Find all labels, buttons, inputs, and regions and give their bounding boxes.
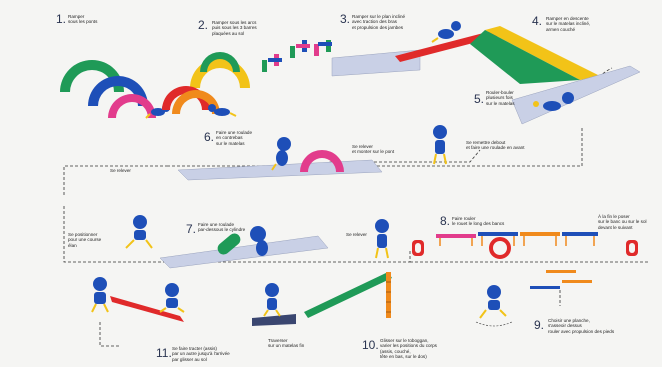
mat-7 (159, 235, 329, 269)
figure-pulling-11 (91, 277, 109, 313)
figure-crawling-2 (208, 104, 237, 117)
step-8-number: 8. (440, 214, 451, 228)
bench-row (436, 232, 598, 246)
cylinder-green (217, 233, 241, 255)
figure-rolling-6 (271, 137, 291, 171)
step-4-text: Ramper en descente sur le matelas inclin… (546, 16, 591, 32)
figure-running-7 (125, 215, 153, 249)
step-9-number: 9. (534, 318, 545, 332)
step-3-text: Ramper sur le plan incliné avec traction… (352, 14, 406, 30)
step-3-number: 3. (340, 12, 351, 26)
figure-sitting-10 (263, 283, 281, 317)
caption-a-la-fin: À la fin le poser sur le banc ou sur le … (598, 214, 647, 230)
step-8-text: Faire rouler le rouet le long des bancs (452, 216, 505, 227)
step-5-text: Rouler-bouler plusieurs fois sur le mate… (486, 90, 515, 106)
step-1-text: Ramper sous les ponts (68, 14, 98, 25)
incline-mat (470, 26, 600, 84)
arch-yellow (190, 58, 250, 88)
step-7-text: Faire une roulade par-dessous le cylindr… (198, 222, 246, 233)
step-9-text: Choisir une planche, s'asseoir dessus ro… (548, 318, 615, 334)
figure-rolling-7 (250, 226, 268, 256)
step-6-text: Faire une roulade en contrebas sur le ma… (216, 130, 253, 146)
rolling-boards (530, 270, 592, 289)
caption-traverser: Traverser sur un matelas fin (268, 338, 305, 349)
figure-board-9 (475, 285, 513, 327)
caption-se-remettre-debout: Se remettre debout et faire une roulade … (466, 140, 525, 151)
arch-green-large (60, 60, 124, 92)
arch-green-small (200, 52, 240, 72)
caption-se-relever-mid: Se relever (346, 232, 367, 237)
step-10-number: 10. (362, 338, 379, 352)
step-10-text: Glisser sur le toboggan, varier les posi… (380, 338, 437, 359)
incline-plank (395, 30, 500, 62)
wheel-end (626, 240, 638, 256)
wheel-red (489, 237, 511, 259)
rolling-mat (511, 65, 641, 125)
barrier-blocks (262, 40, 332, 72)
wheel-resting (412, 240, 424, 256)
step-11-number: 11. (156, 346, 172, 360)
arch-orange (172, 90, 220, 114)
caption-se-positionner: Se positionner pour une course élan (68, 232, 102, 248)
figure-climbing (431, 21, 461, 43)
step-1-number: 1. (56, 12, 67, 26)
arch-pink-6 (300, 150, 344, 172)
figure-rolling (533, 92, 574, 111)
step-6-number: 6. (204, 130, 215, 144)
slide (304, 272, 392, 318)
tow-sheet (110, 296, 184, 322)
step-2-text: Ramper sous les arcs puis sous les 3 bar… (212, 20, 257, 36)
step-2-number: 2. (198, 18, 209, 32)
caption-se-relever-monter: Se relever et monter sur le pont (352, 144, 395, 155)
step-11-text: Se faire tracter (assis) par un autre ju… (172, 346, 230, 362)
arch-pink-large (108, 94, 156, 118)
arch-blue-large (88, 76, 148, 106)
figure-seated-11 (159, 283, 185, 313)
figure-standing-7 (375, 219, 389, 259)
step-5-number: 5. (474, 92, 485, 106)
thin-mat-10 (252, 314, 296, 326)
step-4-number: 4. (532, 14, 543, 28)
caption-se-relever-top: Se relever (110, 168, 131, 173)
figure-standing-6 (433, 125, 447, 165)
step-7-number: 7. (186, 222, 197, 236)
